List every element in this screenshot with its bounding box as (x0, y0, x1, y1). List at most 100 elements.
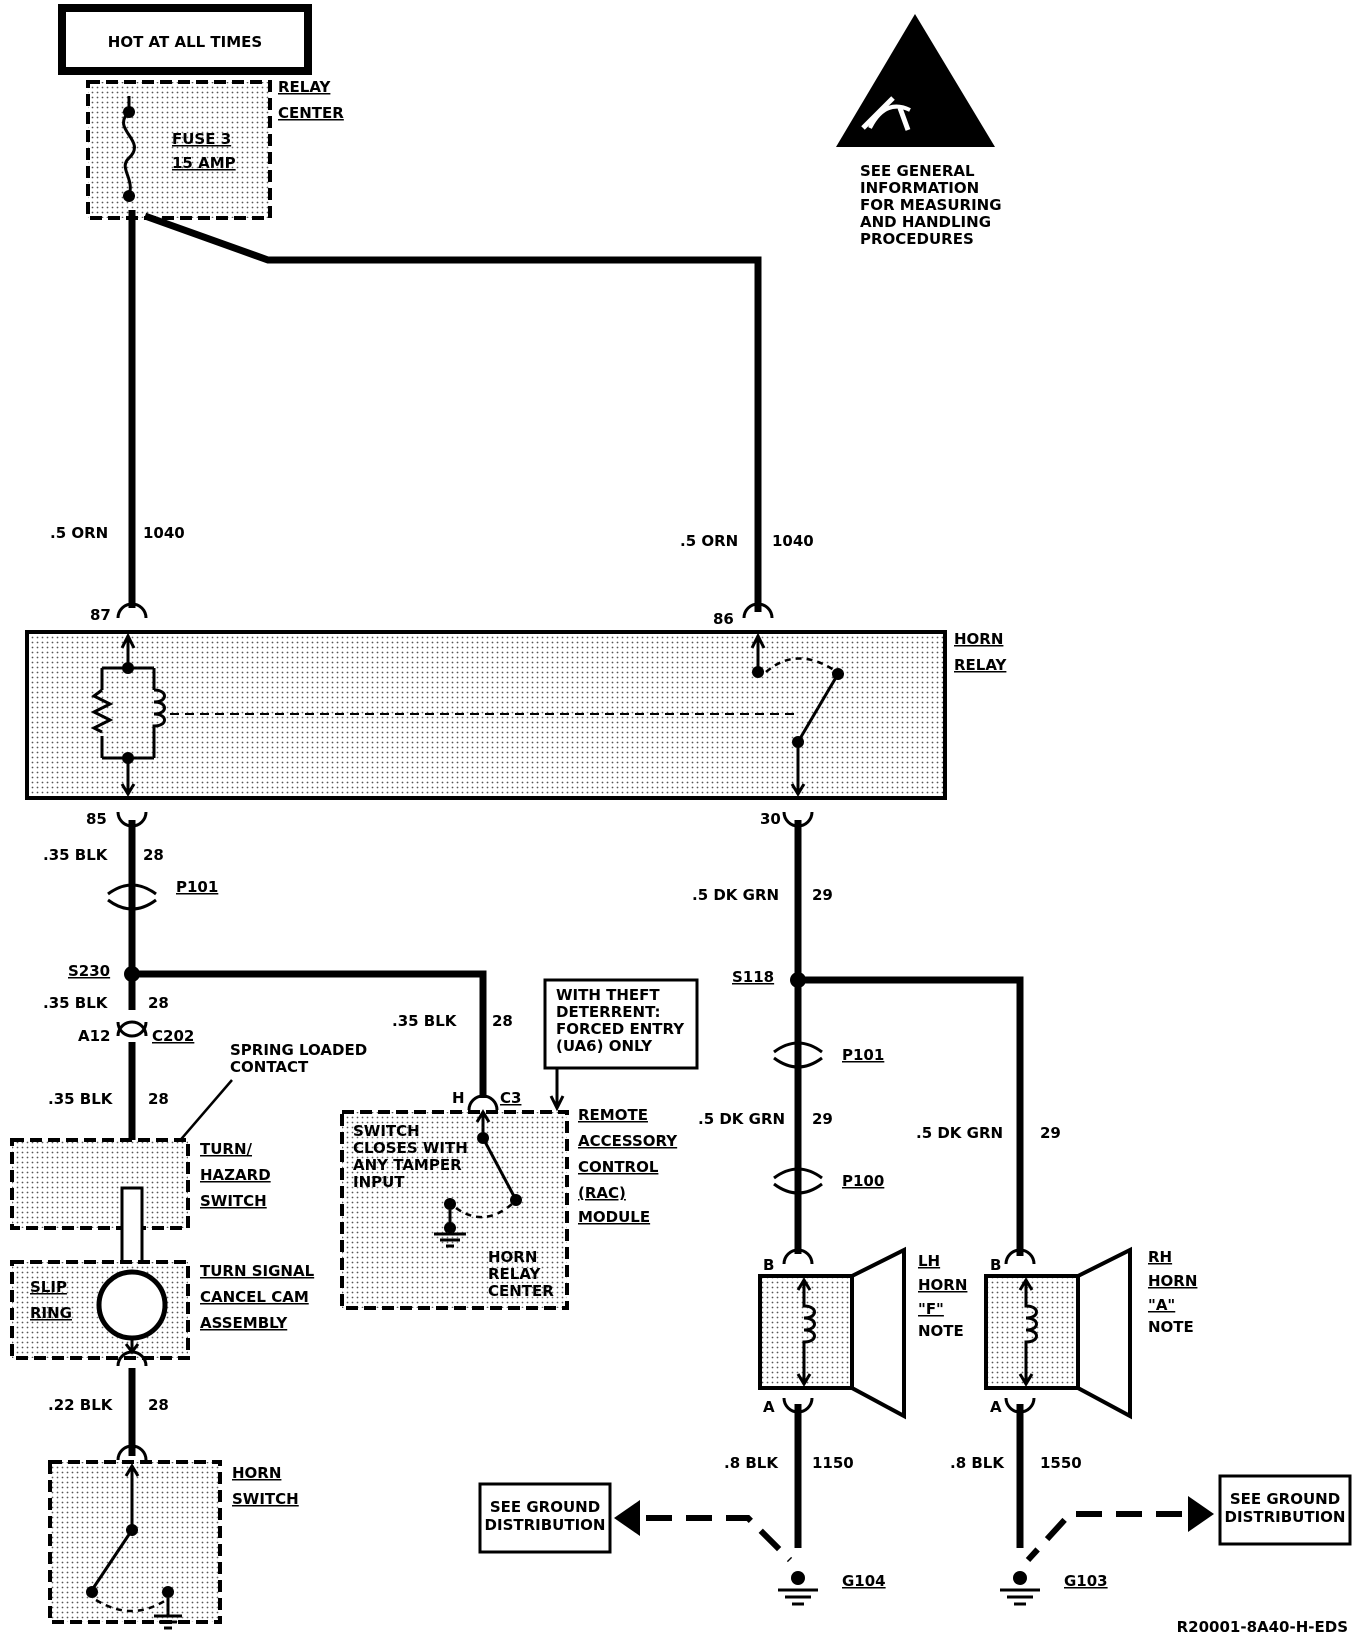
wire-circuit: 1040 (143, 524, 185, 542)
rh-horn-label: NOTE (1148, 1318, 1194, 1336)
rh-horn: B A RH HORN "A" NOTE (984, 1246, 1197, 1420)
cancel-cam-label: TURN SIGNAL (200, 1262, 315, 1280)
ground-g103: G103 (1000, 1571, 1108, 1606)
horn-switch-label: SWITCH (232, 1490, 299, 1508)
relay-center-label-1: RELAY (278, 78, 332, 96)
rac-switch-arm (481, 1137, 518, 1201)
rh-horn-label: HORN (1148, 1272, 1197, 1290)
pin-a-label: A (763, 1398, 775, 1416)
ground-distribution-note-left: SEE GROUND DISTRIBUTION (478, 1482, 793, 1563)
wire-gauge: .5 DK GRN (916, 1124, 1003, 1142)
wire-gauge: .5 ORN (680, 532, 738, 550)
rh-horn-label: RH (1148, 1248, 1172, 1266)
wire-circuit: 28 (143, 846, 164, 864)
connector-label: P100 (842, 1172, 884, 1190)
rac-label: (RAC) (578, 1184, 626, 1202)
wire-circuit: 29 (1040, 1124, 1061, 1142)
slip-ring-label: SLIP (30, 1278, 67, 1296)
cam-output-connector (116, 1350, 148, 1367)
rac-label: CONTROL (578, 1158, 659, 1176)
fuse-rating: 15 AMP (172, 154, 236, 172)
ground-distribution-note-right: SEE GROUND DISTRIBUTION (1025, 1474, 1352, 1563)
wire-gauge: .35 BLK (392, 1012, 458, 1030)
pin-85-label: 85 (86, 810, 107, 828)
rac-center-line: RELAY (488, 1265, 542, 1283)
relay-contact-arm (796, 673, 840, 743)
note-line: (UA6) ONLY (556, 1037, 653, 1055)
connector-label: C202 (152, 1027, 194, 1045)
horn-relay: 87 86 HORN RELAY 85 30 (25, 602, 1008, 828)
wire-circuit: 28 (148, 1090, 169, 1108)
horn-switch: HORN SWITCH (48, 1444, 299, 1630)
slip-ring-symbol (96, 1269, 168, 1341)
power-source-label: HOT AT ALL TIMES (108, 33, 262, 51)
theft-deterrent-note: WITH THEFT DETERRENT: FORCED ENTRY (UA6)… (543, 978, 699, 1112)
pin-87-label: 87 (90, 606, 111, 624)
cancel-cam-label: ASSEMBLY (200, 1314, 288, 1332)
pin-30-label: 30 (760, 810, 781, 828)
turn-signal-cancel-cam: SLIP RING TURN SIGNAL CANCEL CAM ASSEMBL… (10, 1260, 315, 1360)
connector-p100: P100 (773, 1167, 884, 1195)
connector-p101-right: P101 (773, 1041, 884, 1069)
horn-bell (1076, 1246, 1132, 1420)
rac-center-line: HORN (488, 1248, 537, 1266)
connector-label: P101 (842, 1046, 884, 1064)
note-line: SEE GROUND (1230, 1490, 1340, 1508)
horn-switch-label: HORN (232, 1464, 281, 1482)
ground-icon (778, 1588, 818, 1606)
wire-circuit: 28 (148, 1396, 169, 1414)
rac-label: ACCESSORY (578, 1132, 678, 1150)
ground-g104: G104 (778, 1571, 886, 1606)
cancel-cam-label: CANCEL CAM (200, 1288, 309, 1306)
lh-horn-label: NOTE (918, 1322, 964, 1340)
pin-a-label: A (990, 1398, 1002, 1416)
turn-hazard-label: SWITCH (200, 1192, 267, 1210)
ground-icon (1000, 1588, 1040, 1606)
rac-note-line: SWITCH (353, 1122, 420, 1140)
wire-circuit: 28 (492, 1012, 513, 1030)
rac-module: H C3 SWITCH CLOSES WITH ANY TAMPER INPUT… (340, 1089, 678, 1310)
wire-gauge: .5 DK GRN (692, 886, 779, 904)
connector-c202: A12 C202 (78, 1020, 194, 1045)
note-line: FORCED ENTRY (556, 1020, 685, 1038)
connector-label: C3 (500, 1089, 521, 1107)
wire-gauge: .35 BLK (43, 846, 109, 864)
pin-86-label: 86 (713, 610, 734, 628)
esd-warning-icon (836, 14, 995, 147)
esd-note-line: AND HANDLING (860, 213, 991, 231)
horn-coil-symbol (1018, 1277, 1038, 1387)
connector-pin: H (452, 1089, 465, 1107)
power-source-box: HOT AT ALL TIMES (58, 4, 312, 75)
wire-circuit: 29 (812, 1110, 833, 1128)
note-line: SPRING LOADED (230, 1041, 367, 1059)
turn-hazard-label: TURN/ (200, 1140, 253, 1158)
esd-note-line: SEE GENERAL (860, 162, 975, 180)
connector-c3 (467, 1094, 499, 1111)
rac-note-line: ANY TAMPER (353, 1156, 462, 1174)
horn-bell (850, 1246, 906, 1420)
rh-horn-label: "A" (1148, 1296, 1175, 1314)
lh-horn-label: "F" (918, 1300, 944, 1318)
wire-gauge: .35 BLK (48, 1090, 114, 1108)
rac-note-line: INPUT (353, 1173, 405, 1191)
wire-gauge: .22 BLK (48, 1396, 114, 1414)
connector-pin: A12 (78, 1027, 110, 1045)
pin-b-label: B (990, 1256, 1001, 1274)
ground-label: G104 (842, 1572, 886, 1590)
lh-horn-label: LH (918, 1252, 940, 1270)
esd-note-line: FOR MEASURING (860, 196, 1002, 214)
pin-86-connector (742, 602, 774, 619)
relay-center-label-2: CENTER (278, 104, 344, 122)
ground-label: G103 (1064, 1572, 1108, 1590)
figure-id: R20001-8A40-H-EDS (1177, 1618, 1348, 1636)
relay-center: FUSE 3 15 AMP RELAY CENTER (86, 78, 344, 220)
fuse-label: FUSE 3 (172, 130, 231, 148)
horn-coil-symbol (796, 1277, 816, 1387)
esd-note-line: INFORMATION (860, 179, 979, 197)
note-line: CONTACT (230, 1058, 309, 1076)
rac-note-line: CLOSES WITH (353, 1139, 468, 1157)
note-line: SEE GROUND (490, 1498, 600, 1516)
horn-relay-label-2: RELAY (954, 656, 1008, 674)
horn-relay-label-1: HORN (954, 630, 1003, 648)
